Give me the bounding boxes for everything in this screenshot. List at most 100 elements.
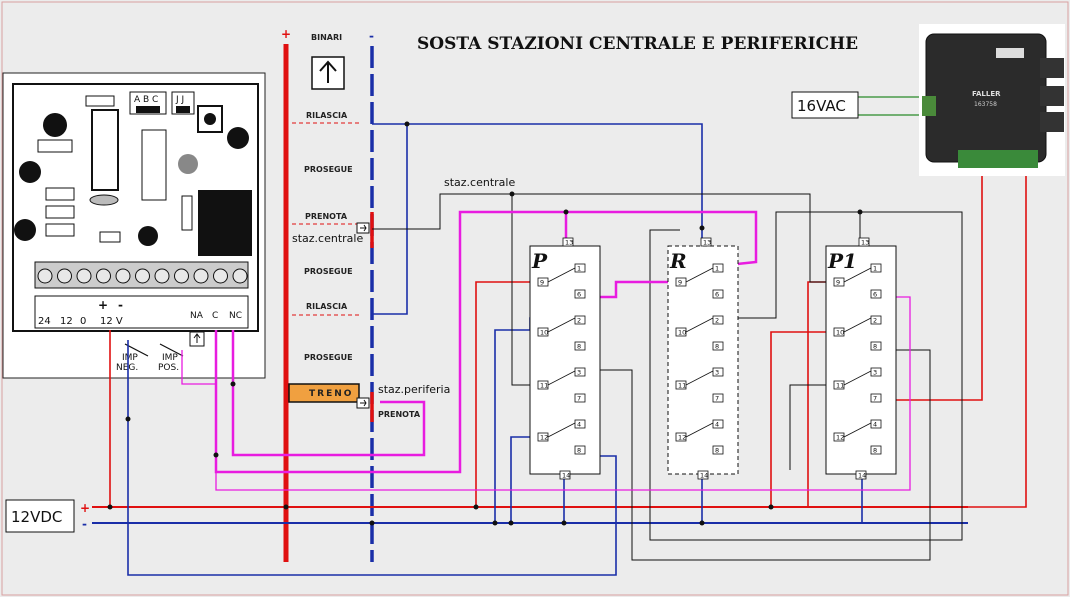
staz-periferia-label: staz.periferia [378,383,450,396]
relay-pin-label: 14 [858,472,866,480]
screw-icon [115,268,131,284]
ic-chip-icon [91,109,119,191]
relay-contact [685,370,714,386]
module-brand: FALLER [972,90,1001,98]
relay-contact [685,267,714,283]
relay-pin [870,341,882,351]
relay-pin [712,419,724,429]
relay-pin-label: 8 [873,447,877,455]
terminal-24-label: 24 [38,316,51,327]
arrow-right-glyph [360,399,367,407]
relay-pin [712,341,724,351]
relay-pin-label: 12 [678,434,686,442]
relay-name: R [669,249,687,273]
relay-pin [574,445,586,455]
relay-pin [712,315,724,325]
wire-red [770,331,834,507]
relay-pin-label: 11 [540,382,548,390]
terminal-12-label: 12 [60,316,73,327]
terminal-plus-label: + [98,298,108,312]
relay-pin [574,341,586,351]
wire-green [858,96,922,116]
relay-name: P [531,249,548,273]
screw-icon [174,268,189,284]
rail-plus-label: + [281,27,291,41]
capacitor-icon [227,127,249,149]
wire-red [475,281,546,507]
module-body [925,33,1047,163]
relay-contact [685,317,714,333]
relay-pin-label: 3 [873,369,877,377]
vdc-minus-label: - [82,517,87,531]
relay-pin-label: 7 [577,395,581,403]
relay-pin-label: 6 [873,291,877,299]
resistor-array-icon [141,129,167,201]
relay-pin [574,419,586,429]
vdc-label: 12VDC [11,508,62,526]
resistor-icon [99,231,121,243]
jumper-jj-label: J J [175,95,184,105]
terminal-c-label: C [212,311,218,321]
relay-pin-label: 6 [715,291,719,299]
wire-red [862,170,983,401]
relay-pin [574,393,586,403]
transistor-icon [138,226,158,246]
screw-icon [232,268,248,284]
relay-contact [547,317,576,333]
capacitor-icon [19,161,41,183]
relay-pin-label: 11 [678,382,686,390]
relay-pin-label: 10 [540,329,548,337]
relay-pin-label: 9 [678,279,682,287]
relay-pin-label: 13 [703,239,711,247]
relay-pin-label: 7 [873,395,877,403]
relay-pin [697,470,709,480]
terminal-0-label: 0 [80,316,86,327]
relay-pin [858,237,870,247]
relay-pin-label: 9 [836,279,840,287]
relay-pin [870,289,882,299]
relay-pin-label: 6 [577,291,581,299]
rail-minus-label: - [369,29,374,43]
relay-pin-label: 8 [577,447,581,455]
wire-black [372,193,826,283]
relay-pin-label: 13 [861,239,869,247]
relay-pin [712,367,724,377]
arrow-up-glyph [319,60,337,83]
relay-pin-label: 3 [577,369,581,377]
treno-label: TRENO [309,389,353,399]
relay-pin-label: 2 [577,317,581,325]
relay-pin-label: 1 [873,265,877,273]
screw-icon [96,268,111,284]
relay-contact [547,267,576,283]
relay-contact [547,370,576,386]
arrow-up-glyph [193,333,201,343]
terminal-12v-label: 12 V [100,316,123,327]
vac-label: 16VAC [797,97,846,115]
wire-blue [372,124,408,315]
wire-black [789,384,834,470]
relay-pin [574,315,586,325]
relay-pin-label: 8 [715,343,719,351]
relay-group: P1319621083117412814R1319621083117412814… [529,237,897,480]
track: + - BINARI RILASCIA PROSEGUE PRENOTA sta… [281,27,450,562]
relay-icon [198,190,252,256]
screw-icon [154,268,170,284]
relay-contact [547,422,576,438]
prosegue-label-2: PROSEGUE [304,267,353,276]
faller-module: FALLER 163758 [919,24,1065,176]
jumper-pins [176,106,190,113]
prosegue-label-3: PROSEGUE [304,353,353,362]
prosegue-label-1: PROSEGUE [304,165,353,174]
relay-pin-label: 14 [700,472,708,480]
relay-pin-label: 7 [715,395,719,403]
rilascia-label-1: RILASCIA [306,111,348,120]
staz-centrale-track-label: staz.centrale [292,232,363,245]
relay-pin-label: 12 [836,434,844,442]
terminal-screws [37,268,248,284]
relay-pin-label: 8 [577,343,581,351]
